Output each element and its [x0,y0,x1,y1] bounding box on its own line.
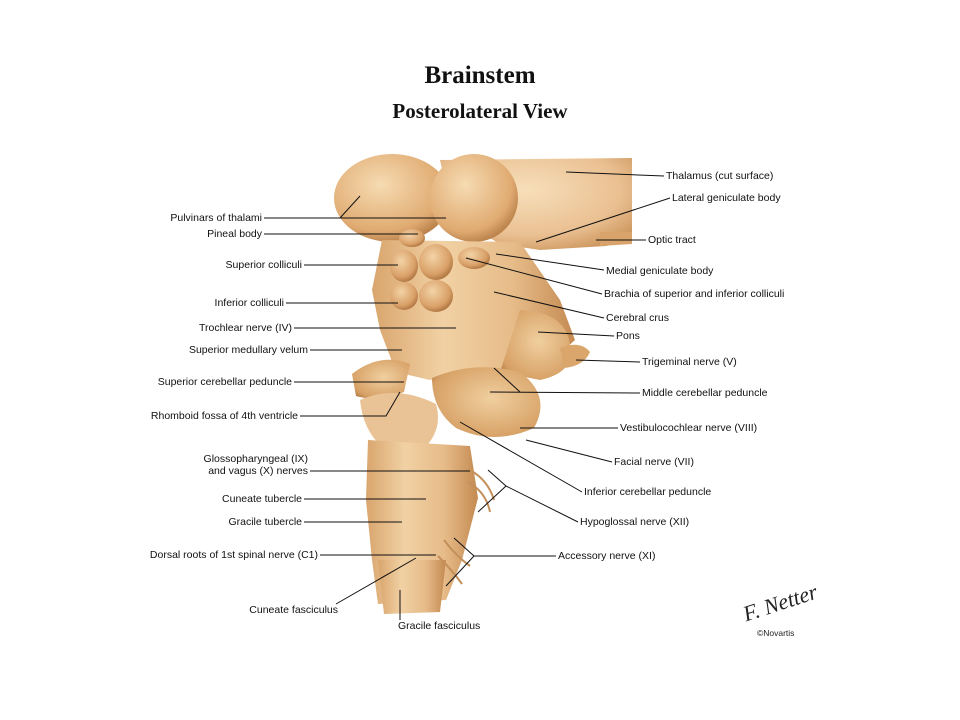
label-inferior-colliculi: Inferior colliculi [214,297,284,309]
pulvinar-right [430,154,518,242]
page-subtitle: Posterolateral View [392,99,568,123]
label-trigeminal-nerve: Trigeminal nerve (V) [642,356,737,368]
label-superior-cerebellar-peduncle: Superior cerebellar peduncle [157,376,292,388]
label-middle-cerebellar-peduncle: Middle cerebellar peduncle [642,387,768,399]
copyright-notice: ©Novartis [757,628,795,638]
label-lateral-geniculate-body: Lateral geniculate body [672,192,781,204]
label-brachia-colliculi: Brachia of superior and inferior collicu… [604,288,785,300]
spinal-cord [378,560,446,614]
medial-geniculate-shape [458,247,490,269]
label-glossopharyngeal-line2: and vagus (X) nerves [208,465,308,477]
trigeminal-nerve-shape [560,344,590,368]
label-cerebral-crus: Cerebral crus [606,312,670,324]
label-hypoglossal-nerve: Hypoglossal nerve (XII) [580,516,690,528]
pulvinar-left [334,154,450,242]
label-pons: Pons [616,330,640,342]
label-vestibulocochlear-nerve: Vestibulocochlear nerve (VIII) [620,422,758,434]
label-pineal-body: Pineal body [207,228,262,240]
label-pulvinars-of-thalami: Pulvinars of thalami [170,212,262,224]
label-cuneate-fasciculus: Cuneate fasciculus [249,604,338,616]
label-thalamus: Thalamus (cut surface) [666,170,774,182]
nerve-rootlets [437,469,495,585]
label-gracile-fasciculus: Gracile fasciculus [398,620,481,632]
inferior-colliculus-right [419,280,453,312]
label-dorsal-roots-c1: Dorsal roots of 1st spinal nerve (C1) [149,549,318,561]
label-accessory-nerve: Accessory nerve (XI) [558,550,656,562]
label-superior-colliculi: Superior colliculi [225,259,302,271]
label-rhomboid-fossa: Rhomboid fossa of 4th ventricle [150,410,298,422]
label-inferior-cerebellar-peduncle: Inferior cerebellar peduncle [584,486,712,498]
middle-cerebellar-peduncle-shape [432,367,541,437]
label-medial-geniculate-body: Medial geniculate body [606,265,714,277]
label-facial-nerve: Facial nerve (VII) [614,456,694,468]
superior-colliculus-left [390,250,418,282]
page-title: Brainstem [424,62,536,89]
rhomboid-fossa-shape [360,392,438,456]
label-glossopharyngeal-line1: Glossopharyngeal (IX) [203,453,308,465]
label-superior-medullary-velum: Superior medullary velum [188,344,308,356]
inferior-colliculus-left [390,282,418,310]
label-gracile-tubercle: Gracile tubercle [228,516,302,528]
superior-colliculus-right [419,244,453,280]
label-cuneate-tubercle: Cuneate tubercle [222,493,302,505]
label-trochlear-nerve: Trochlear nerve (IV) [199,322,292,334]
leader-lines-left [264,195,470,620]
superior-cerebellar-peduncle-shape [352,359,410,399]
leader-lines-right [445,171,671,587]
pineal-body-shape [399,229,425,247]
pons [500,310,571,380]
label-optic-tract: Optic tract [648,234,696,246]
